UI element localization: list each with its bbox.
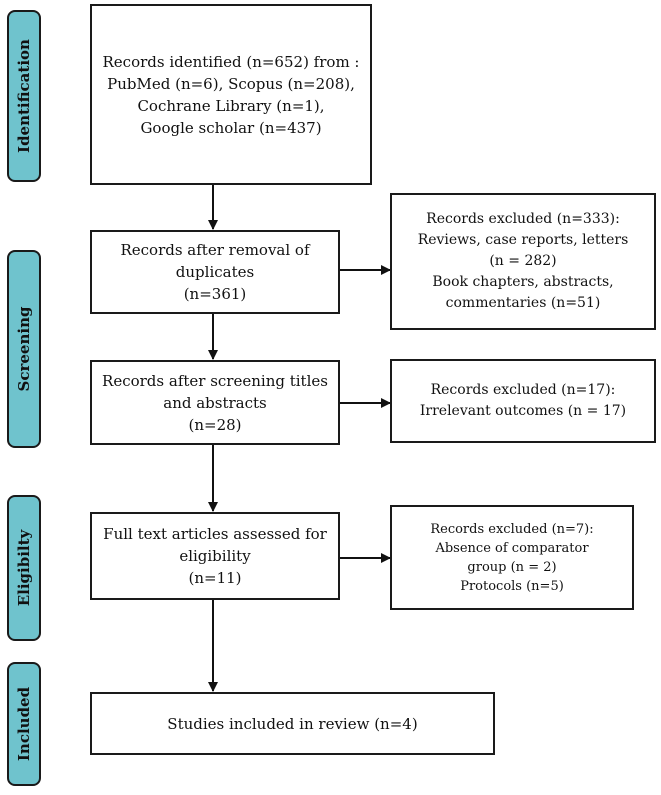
- after-duplicates-line-2: duplicates: [175, 263, 255, 281]
- phase-included: Included: [7, 662, 41, 786]
- identified-line-2: PubMed (n=6), Scopus (n=208),: [107, 74, 355, 93]
- after-screening-line-2: and abstracts: [163, 393, 267, 412]
- excluded-screening-line-2: Irrelevant outcomes (n = 17): [419, 403, 627, 419]
- identified-line-1: Records identified (n=652) from :: [102, 52, 360, 71]
- excluded-full-text-line-2: Absence of comparator: [435, 540, 589, 556]
- box-full-text: Full text articles assessed for eligibil…: [90, 512, 340, 600]
- excluded-duplicates-line-3: (n = 282): [489, 253, 557, 269]
- phase-screening: Screening: [7, 250, 41, 448]
- identified-line-4: Google scholar (n=437): [140, 118, 322, 137]
- after-screening-line-3: (n=28): [188, 415, 242, 434]
- included-line-1: Studies included in review (n=4): [167, 714, 418, 733]
- full-text-line-1: Full text articles assessed for: [103, 525, 327, 543]
- box-excluded-duplicates: Records excluded (n=333): Reviews, case …: [390, 193, 656, 330]
- identified-line-3: Cochrane Library (n=1),: [137, 96, 325, 115]
- phase-screening-label: Screening: [15, 306, 33, 392]
- box-excluded-full-text: Records excluded (n=7): Absence of compa…: [390, 505, 634, 610]
- excluded-screening-line-1: Records excluded (n=17):: [430, 382, 616, 398]
- full-text-line-3: (n=11): [188, 569, 242, 587]
- excluded-full-text-line-4: Protocols (n=5): [460, 578, 564, 594]
- phase-identification: Identification: [7, 10, 41, 182]
- full-text-line-2: eligibility: [179, 547, 251, 565]
- box-records-identified: Records identified (n=652) from : PubMed…: [90, 4, 372, 185]
- phase-included-label: Included: [15, 686, 33, 762]
- phase-identification-label: Identification: [15, 39, 33, 153]
- after-screening-line-1: Records after screening titles: [102, 371, 328, 390]
- excluded-duplicates-line-5: commentaries (n=51): [445, 295, 601, 311]
- after-duplicates-line-1: Records after removal of: [120, 241, 310, 259]
- phase-eligibility: Eligibilty: [7, 495, 41, 641]
- excluded-duplicates-line-2: Reviews, case reports, letters: [417, 232, 629, 248]
- phase-eligibility-label: Eligibilty: [15, 529, 33, 607]
- box-after-duplicates: Records after removal of duplicates (n=3…: [90, 230, 340, 314]
- after-duplicates-line-3: (n=361): [183, 285, 247, 303]
- excluded-full-text-line-3: group (n = 2): [467, 559, 557, 575]
- box-studies-included: Studies included in review (n=4): [90, 692, 495, 755]
- box-excluded-screening: Records excluded (n=17): Irrelevant outc…: [390, 359, 656, 443]
- excluded-duplicates-line-1: Records excluded (n=333):: [426, 211, 620, 227]
- box-after-screening: Records after screening titles and abstr…: [90, 360, 340, 445]
- excluded-full-text-line-1: Records excluded (n=7):: [430, 521, 594, 537]
- excluded-duplicates-line-4: Book chapters, abstracts,: [432, 274, 614, 290]
